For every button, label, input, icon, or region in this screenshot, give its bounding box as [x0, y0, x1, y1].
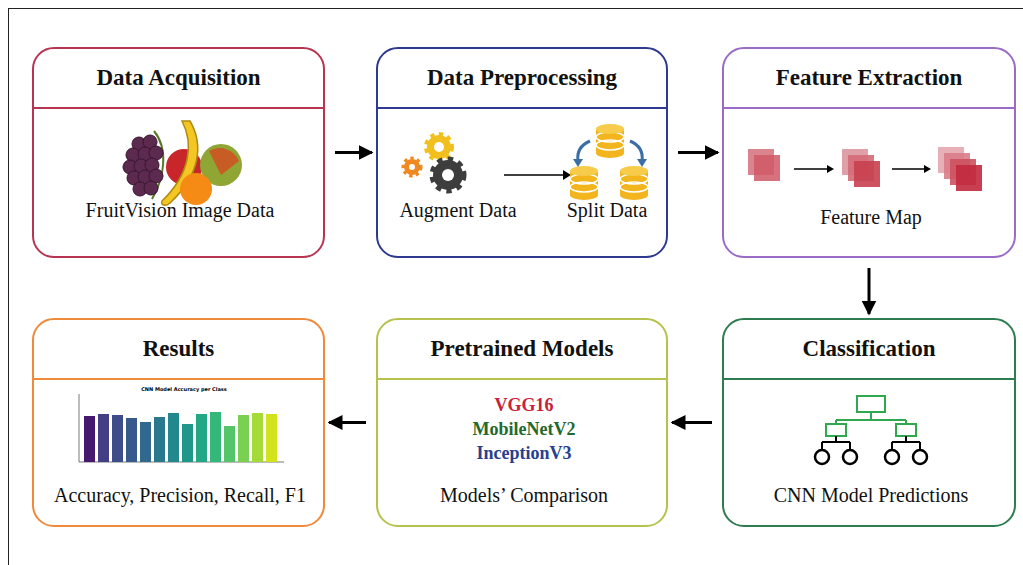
chart-title: CNN Model Accuracy per Class — [141, 386, 227, 392]
flow-arrow — [672, 421, 712, 424]
box-header: Data Preprocessing — [378, 49, 666, 109]
stage-title: Feature Extraction — [776, 65, 963, 91]
stage-caption: FruitVision Image Data — [86, 199, 275, 222]
box-header: Data Acquisition — [34, 49, 323, 109]
stage-caption: Feature Map — [820, 206, 922, 229]
flow-arrow — [868, 268, 871, 314]
flow-arrow — [335, 151, 372, 154]
stage-box: Data PreprocessingAugment Data Split Data — [376, 47, 668, 258]
stage-caption: CNN Model Predictions — [774, 484, 968, 507]
box-header: Pretrained Models — [378, 320, 666, 380]
stage-box: Data AcquisitionFruitVision Image Data — [32, 47, 325, 258]
box-header: Classification — [724, 320, 1014, 380]
flow-arrow — [329, 421, 366, 424]
stage-box: Feature ExtractionFeature Map — [722, 47, 1016, 258]
model-name: MobileNetV2 — [473, 419, 576, 440]
stage-title: Data Preprocessing — [427, 65, 617, 91]
stage-title: Classification — [803, 336, 936, 362]
model-name: VGG16 — [494, 395, 553, 416]
stage-title: Pretrained Models — [431, 336, 614, 362]
stage-box: Pretrained ModelsVGG16MobileNetV2Incepti… — [376, 318, 668, 527]
stage-title: Data Acquisition — [96, 65, 260, 91]
flow-arrow — [678, 151, 718, 154]
stage-title: Results — [143, 336, 215, 362]
box-header: Results — [34, 320, 323, 380]
stage-caption: Augment Data — [399, 199, 516, 222]
stage-box: ResultsAccuracy, Precision, Recall, F1 CN… — [32, 318, 325, 527]
box-header: Feature Extraction — [724, 49, 1014, 109]
stage-caption: Split Data — [567, 199, 648, 222]
stage-box: ClassificationCNN Model Predictions — [722, 318, 1016, 527]
model-name: InceptionV3 — [476, 443, 571, 464]
stage-caption: Models’ Comparison — [440, 484, 608, 507]
stage-caption: Accuracy, Precision, Recall, F1 — [54, 484, 306, 507]
